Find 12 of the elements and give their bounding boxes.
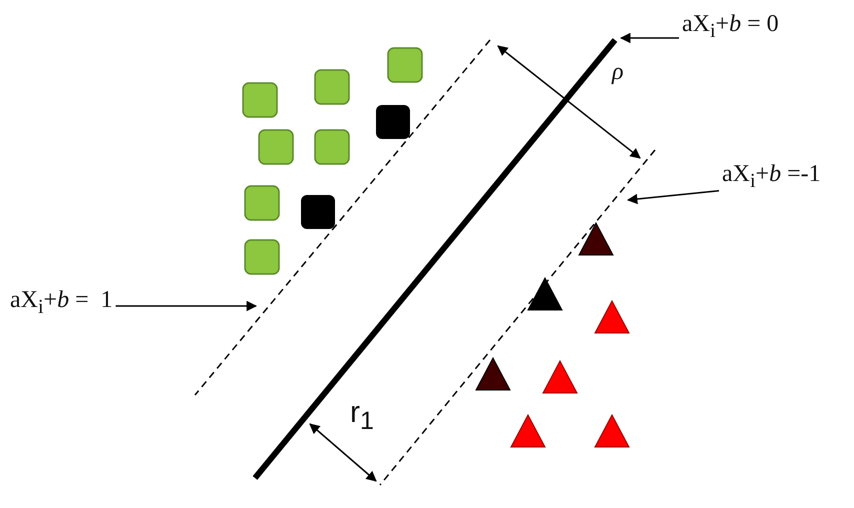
equation-label: aX$_{i}$+b = 0 [682, 12, 779, 41]
margin-line [379, 150, 656, 486]
leader-arrow [620, 32, 679, 44]
leader-arrow [116, 300, 258, 312]
equation-label: aX$_{i}$+b =-1 [722, 162, 821, 191]
leader-arrow [626, 190, 720, 204]
edge-label: ρ [612, 60, 624, 84]
leader-arrow [309, 423, 377, 482]
margin-line [194, 40, 491, 396]
edge-label: r$_{1}$ [350, 398, 374, 434]
leader-arrow [497, 45, 641, 159]
equation-label: aX$_{i}$+b = 1 [10, 288, 113, 317]
